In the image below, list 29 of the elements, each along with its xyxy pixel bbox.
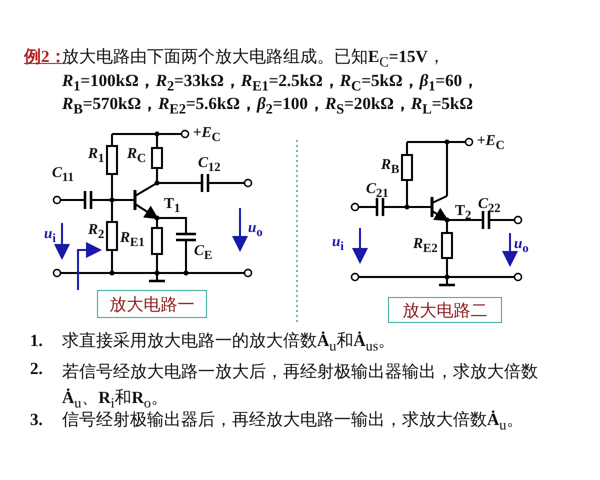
supply-label: +E$_{C}$ <box>193 125 221 144</box>
component-label: C$_{E}$ <box>194 243 212 262</box>
list-number: 1. <box>30 331 43 351</box>
question-text: 求直接采用放大电路一的放大倍数Ȧ$_{u}$和Ȧ$_{us}$。 <box>62 331 396 355</box>
component-label: C$_{21}$ <box>366 181 389 200</box>
voltage-label: u$_{o}$ <box>248 220 263 240</box>
component-label: R$_{E2}$ <box>413 236 438 256</box>
question-text: 若信号经放大电路一放大后，再经射极输出器输出，求放大倍数Ȧ$_{u}$、R$_{i}$和R$_{o}$。 <box>62 361 539 411</box>
voltage-label: u$_{o}$ <box>514 236 529 256</box>
circuit-caption: 放大电路二 <box>388 297 502 323</box>
given-values: R$_{1}$=100kΩ，R$_{2}$=33kΩ，R$_{E1}$=2.5kΩ，R$_{C}$=5kΩ，β$_{1}$=60， <box>62 71 480 95</box>
list-number: 3. <box>30 410 43 430</box>
voltage-label: u$_{i}$ <box>332 234 344 254</box>
list-number: 2. <box>30 359 43 379</box>
component-label: R$_{1}$ <box>88 146 104 166</box>
component-label: R$_{E1}$ <box>120 230 145 250</box>
question-text: 信号经射极输出器后，再经放大电路一输出，求放大倍数Ȧ$_{u}$。 <box>62 410 524 434</box>
component-label: R$_{C}$ <box>127 146 146 166</box>
transistor-label: T$_{2}$ <box>455 203 472 222</box>
given-values: R$_{B}$=570kΩ，R$_{E2}$=5.6kΩ，β$_{2}$=100，R$_{S}$=20kΩ，R$_{L}$=5kΩ <box>62 94 473 118</box>
component-label: R$_{2}$ <box>88 222 104 242</box>
component-label: C$_{11}$ <box>52 165 74 184</box>
transistor-label: T$_{1}$ <box>164 196 180 216</box>
supply-label: +E$_{C}$ <box>477 133 505 152</box>
voltage-label: u$_{i}$ <box>44 226 56 246</box>
component-label: R$_{B}$ <box>381 157 400 176</box>
circuit-caption: 放大电路一 <box>97 290 207 318</box>
component-label: C$_{12}$ <box>198 155 221 174</box>
component-label: C$_{22}$ <box>478 196 501 216</box>
